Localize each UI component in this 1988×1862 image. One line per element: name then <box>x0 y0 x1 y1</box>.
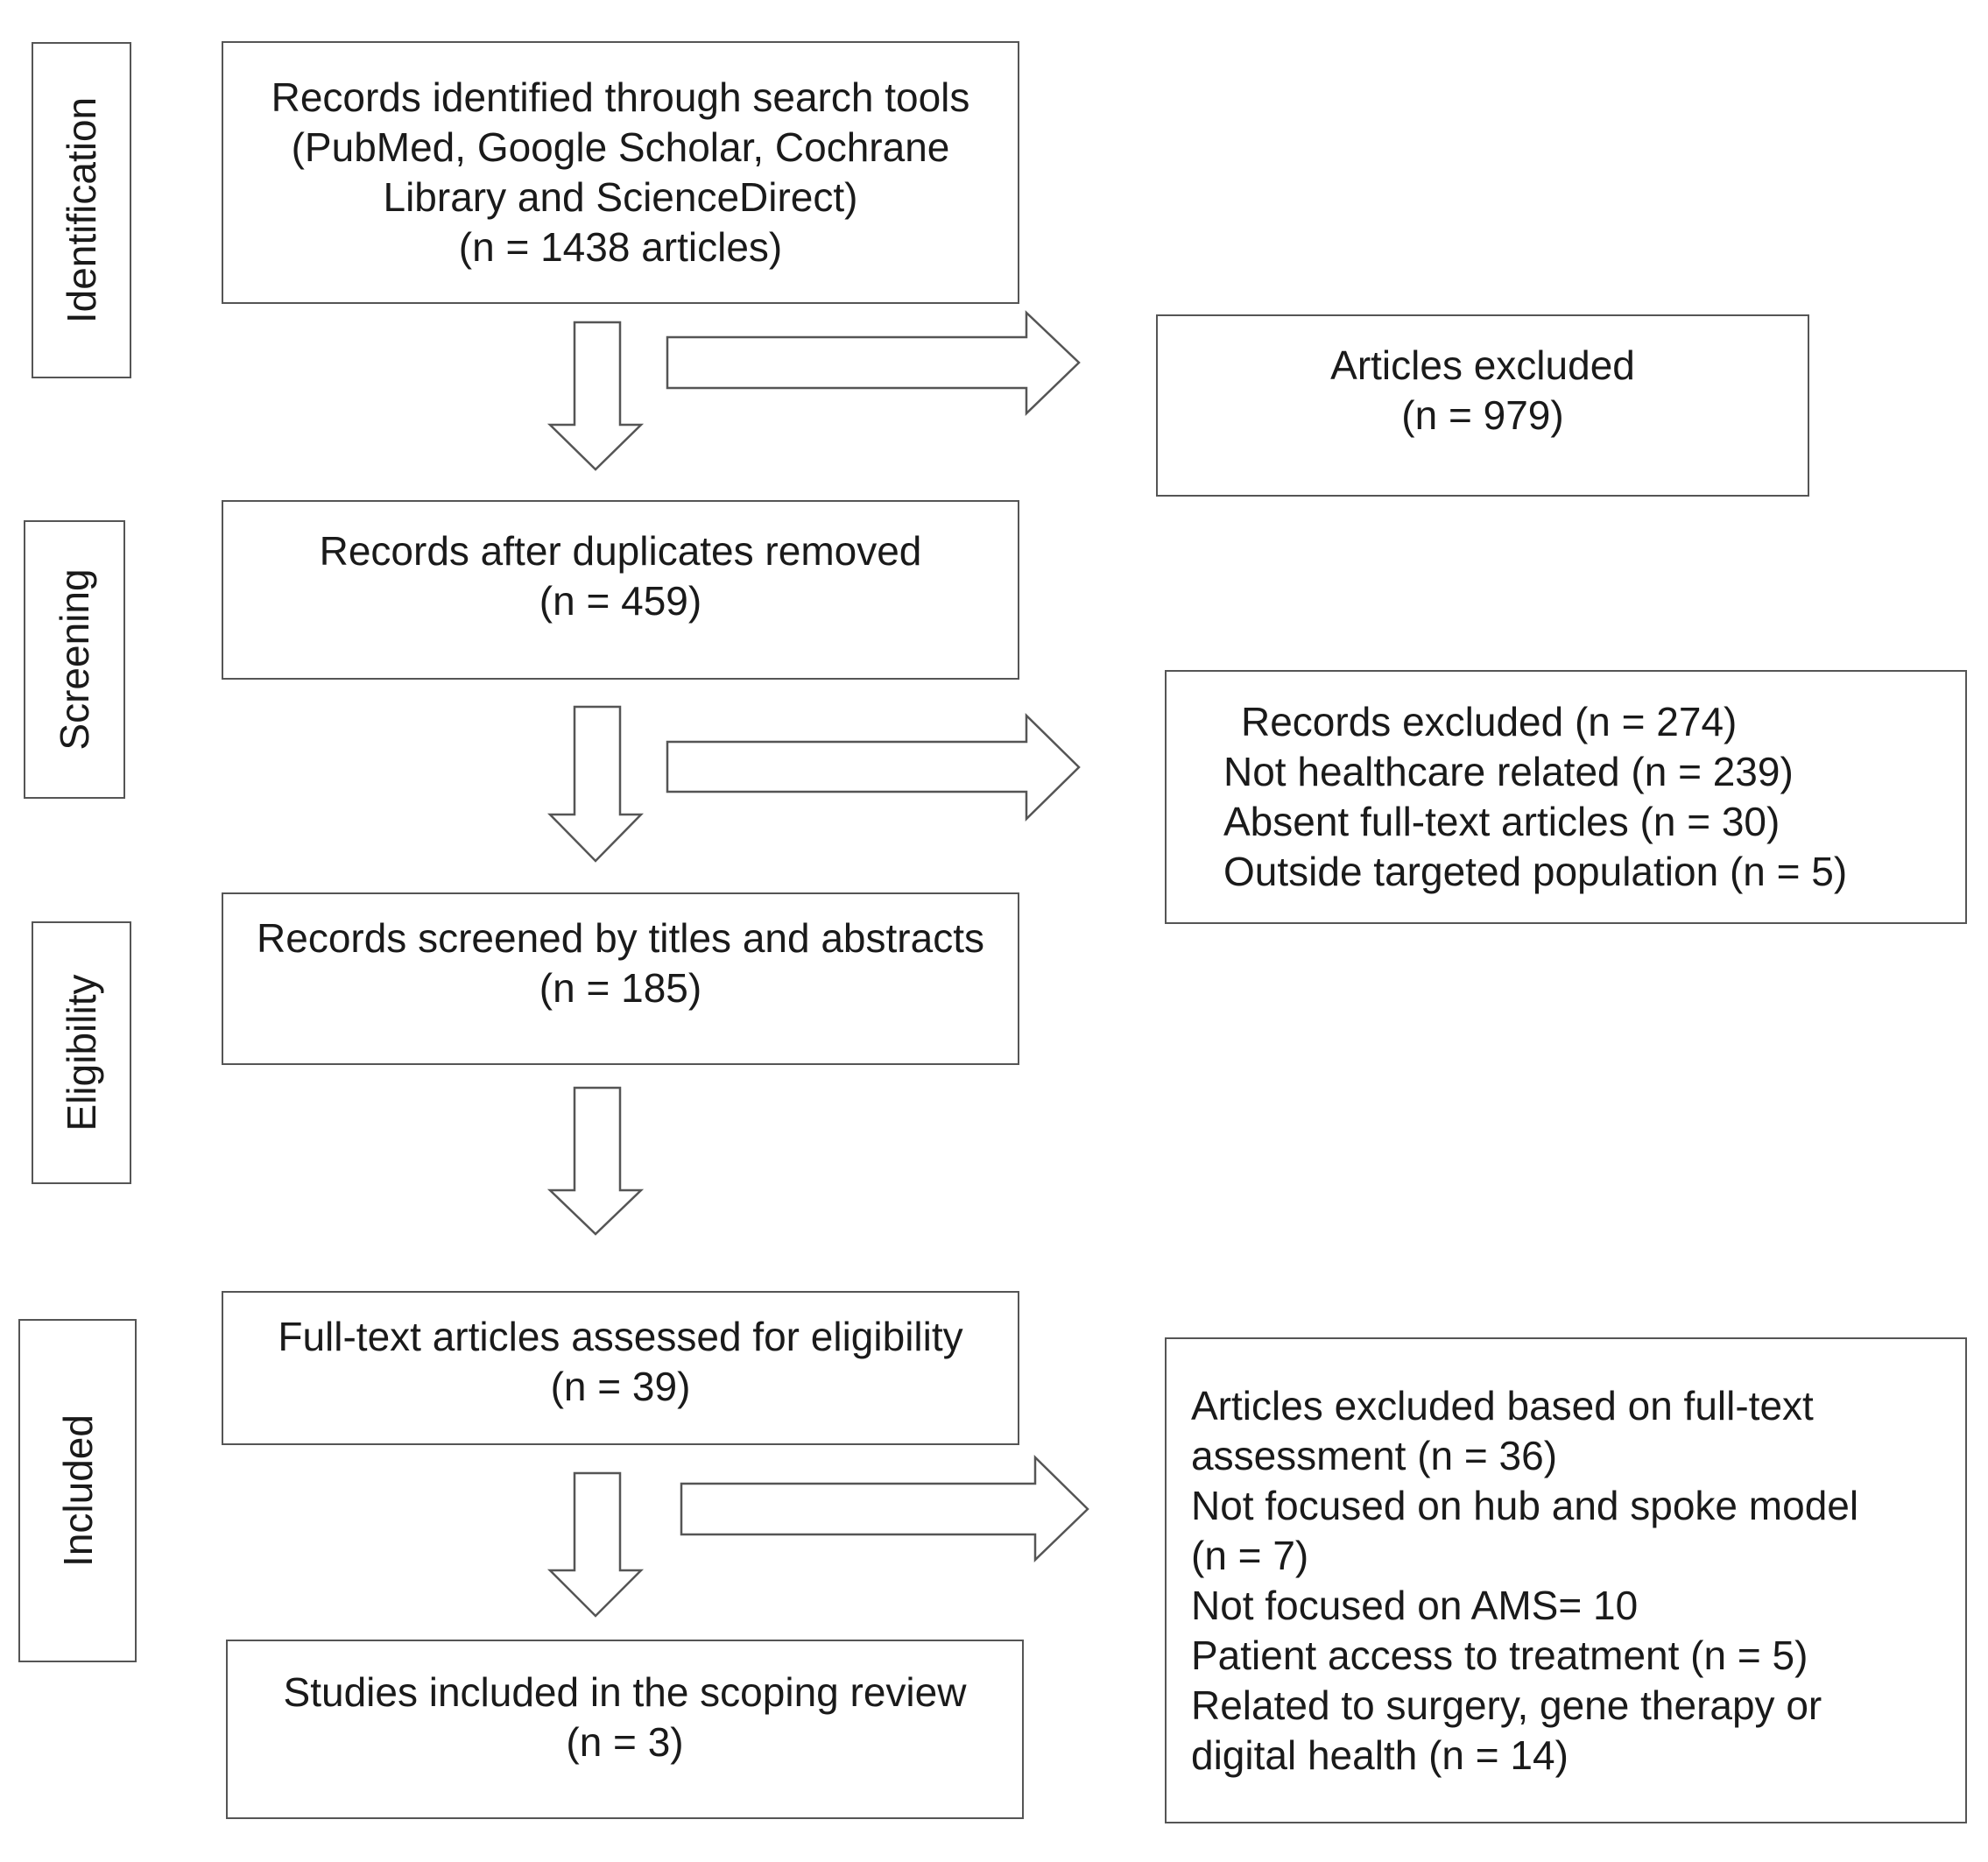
fulltext-excluded-line: Not focused on AMS= 10 <box>1191 1582 1639 1628</box>
records-excluded-box: Records excluded (n = 274) Not healthcar… <box>1165 670 1967 924</box>
records-identified-line: Records identified through search tools <box>271 74 970 120</box>
records-excluded-line: Records excluded (n = 274) <box>1241 699 1738 744</box>
studies-included-line: Studies included in the scoping review <box>283 1669 967 1715</box>
fulltext-assessed-count: (n = 39) <box>550 1364 691 1409</box>
articles-excluded-line: Articles excluded <box>1330 342 1635 388</box>
records-screened-line: Records screened by titles and abstracts <box>257 915 984 961</box>
fulltext-excluded-line: digital health (n = 14) <box>1191 1732 1569 1778</box>
records-deduplicated-line: Records after duplicates removed <box>319 528 922 574</box>
articles-excluded-count: (n = 979) <box>1401 392 1564 438</box>
records-screened-count: (n = 185) <box>539 965 702 1011</box>
fulltext-excluded-line: Related to surgery, gene therapy or <box>1191 1682 1822 1728</box>
stage-label-included: Included <box>18 1319 137 1662</box>
fulltext-assessed-line: Full-text articles assessed for eligibil… <box>278 1314 963 1359</box>
records-identified-line: Library and ScienceDirect) <box>383 174 858 220</box>
stage-label-eligibility: Eligibility <box>32 921 131 1184</box>
studies-included-count: (n = 3) <box>566 1719 684 1765</box>
down-arrow-icon <box>546 1086 645 1236</box>
studies-included-box: Studies included in the scoping review (… <box>226 1640 1024 1819</box>
records-excluded-line: Absent full-text articles (n = 30) <box>1223 799 1780 844</box>
right-arrow-icon <box>666 310 1081 416</box>
records-deduplicated-count: (n = 459) <box>539 578 702 624</box>
down-arrow-icon <box>546 321 645 471</box>
right-arrow-icon <box>680 1455 1089 1562</box>
stage-label-identification: Identification <box>32 42 131 378</box>
records-identified-count: (n = 1438 articles) <box>458 224 783 270</box>
fulltext-excluded-line: Articles excluded based on full-text <box>1191 1382 1814 1428</box>
down-arrow-icon <box>546 1471 645 1618</box>
records-excluded-line: Not healthcare related (n = 239) <box>1223 749 1794 794</box>
records-identified-box: Records identified through search tools … <box>222 41 1019 304</box>
right-arrow-icon <box>666 713 1081 822</box>
articles-excluded-box: Articles excluded (n = 979) <box>1156 314 1809 497</box>
records-deduplicated-box: Records after duplicates removed (n = 45… <box>222 500 1019 680</box>
fulltext-excluded-line: Patient access to treatment (n = 5) <box>1191 1632 1808 1678</box>
fulltext-excluded-line: (n = 7) <box>1191 1532 1309 1578</box>
fulltext-excluded-line: assessment (n = 36) <box>1191 1432 1558 1478</box>
stage-label-screening: Screening <box>24 520 125 799</box>
records-screened-box: Records screened by titles and abstracts… <box>222 892 1019 1065</box>
records-identified-line: (PubMed, Google Scholar, Cochrane <box>291 124 950 170</box>
fulltext-excluded-line: Not focused on hub and spoke model <box>1191 1482 1859 1528</box>
records-excluded-line: Outside targeted population (n = 5) <box>1223 849 1848 894</box>
fulltext-assessed-box: Full-text articles assessed for eligibil… <box>222 1291 1019 1445</box>
down-arrow-icon <box>547 705 644 863</box>
fulltext-excluded-box: Articles excluded based on full-text ass… <box>1165 1337 1967 1823</box>
